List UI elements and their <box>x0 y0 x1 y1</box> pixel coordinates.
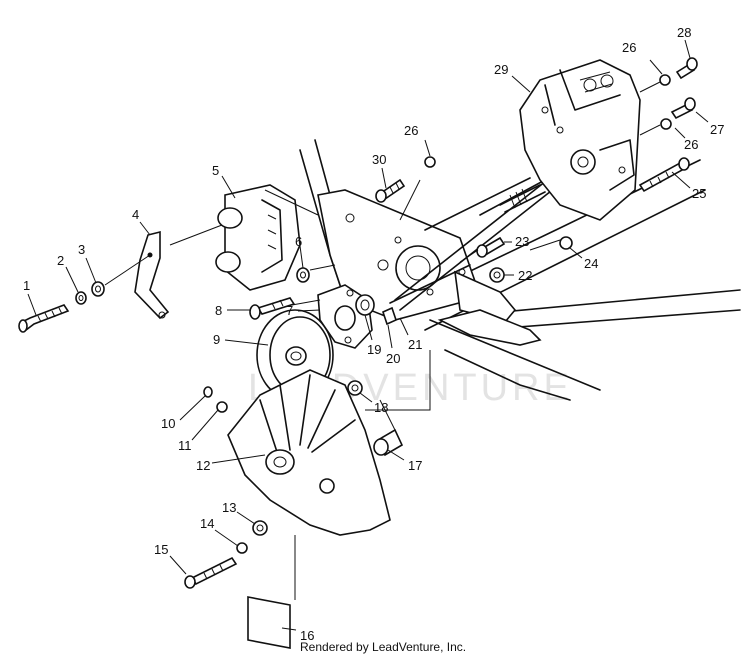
washer-14 <box>236 542 248 554</box>
callout-23: 23 <box>515 234 529 249</box>
callout-26-mid: 26 <box>404 123 418 138</box>
callout-25: 25 <box>692 186 706 201</box>
transmission-housing <box>519 59 641 221</box>
belt-guard-12 <box>227 369 391 536</box>
bolt-23 <box>476 236 506 258</box>
nut-22 <box>489 267 505 283</box>
engine-bracket <box>215 184 301 291</box>
washer-13 <box>252 520 268 536</box>
nut-18 <box>347 380 363 396</box>
leader-lines <box>104 81 661 600</box>
seal-19 <box>355 294 375 316</box>
callout-16: 16 <box>300 628 314 643</box>
callout-2: 2 <box>57 253 64 268</box>
washer-11 <box>216 401 228 413</box>
callout-17: 17 <box>408 458 422 473</box>
bolt-25 <box>638 157 690 193</box>
bolt-28 <box>675 57 698 80</box>
washer-26-b <box>660 118 672 130</box>
callout-3: 3 <box>78 242 85 257</box>
callout-20: 20 <box>386 351 400 366</box>
callout-26-right: 26 <box>684 137 698 152</box>
callout-1: 1 <box>23 278 30 293</box>
spacer-17 <box>373 428 404 457</box>
washer-3 <box>91 281 105 297</box>
bolt-8 <box>249 297 296 320</box>
callout-19: 19 <box>367 342 381 357</box>
callout-30: 30 <box>372 152 386 167</box>
bolt-30 <box>375 178 406 203</box>
callout-26-top: 26 <box>622 40 636 55</box>
callout-29: 29 <box>494 62 508 77</box>
callout-22: 22 <box>518 268 532 283</box>
nut-24 <box>559 236 573 250</box>
callout-9: 9 <box>213 332 220 347</box>
screw-10 <box>203 386 213 398</box>
bolt-1 <box>18 304 70 333</box>
callout-14: 14 <box>200 516 214 531</box>
callout-6: 6 <box>295 234 302 249</box>
bolt-27 <box>670 97 696 120</box>
footer-credit: Rendered by LeadVenture, Inc. <box>300 640 467 654</box>
callout-18: 18 <box>374 400 388 415</box>
callout-28: 28 <box>677 25 691 40</box>
callout-7: 7 <box>286 303 293 318</box>
decal-16 <box>247 596 291 649</box>
callout-labels: 1 2 3 4 5 6 7 8 9 10 11 12 13 14 15 16 1… <box>23 25 724 643</box>
bent-bracket <box>134 230 170 320</box>
callout-11: 11 <box>178 438 192 453</box>
callout-15: 15 <box>154 542 168 557</box>
shaft-21 <box>389 264 471 304</box>
bolt-15 <box>184 556 238 589</box>
callout-24: 24 <box>584 256 598 271</box>
callout-27: 27 <box>710 122 724 137</box>
callout-10: 10 <box>161 416 175 431</box>
callout-5: 5 <box>212 163 219 178</box>
callout-12: 12 <box>196 458 210 473</box>
bushing-20 <box>382 306 397 326</box>
washer-26-a <box>659 74 671 86</box>
callout-13: 13 <box>222 500 236 515</box>
nut-6 <box>296 267 310 283</box>
mounting-plate <box>317 189 542 346</box>
callout-21: 21 <box>408 337 422 352</box>
callout-4: 4 <box>132 207 139 222</box>
callout-8: 8 <box>215 303 222 318</box>
washer-26-c <box>424 156 436 168</box>
washer-2 <box>75 291 87 305</box>
